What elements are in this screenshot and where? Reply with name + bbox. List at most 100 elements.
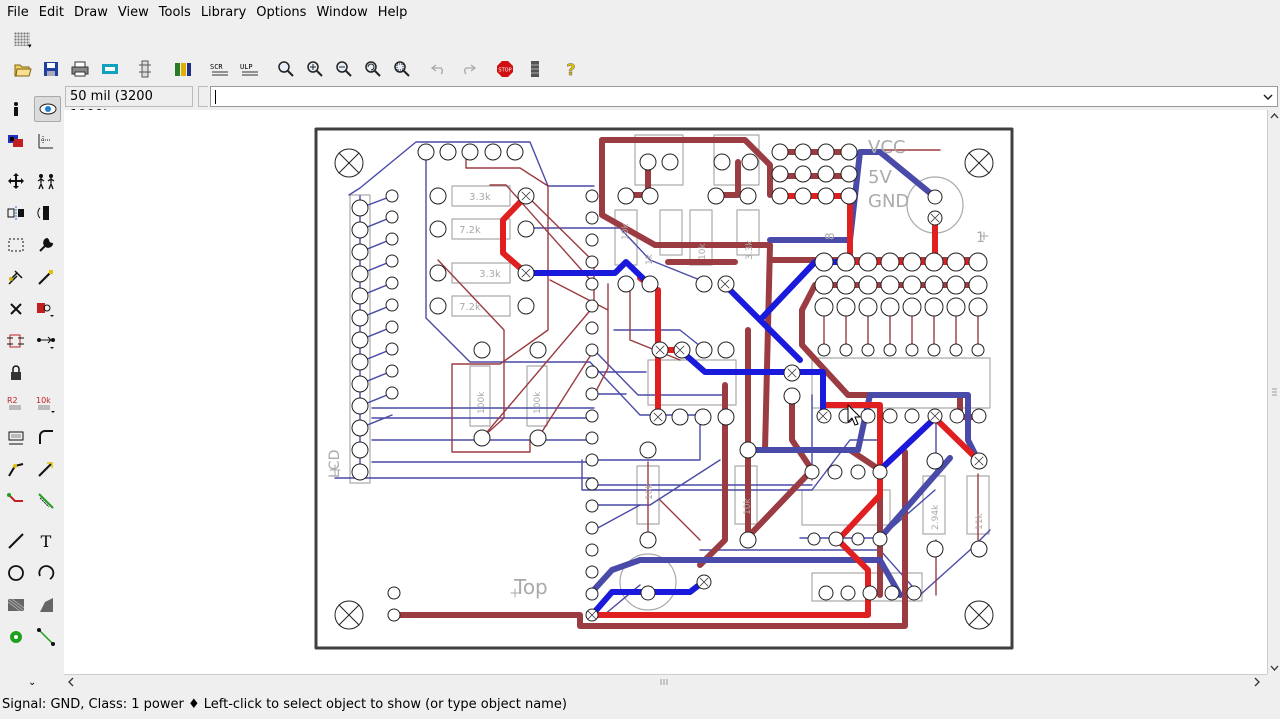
circle-icon[interactable] <box>4 561 28 585</box>
save-icon[interactable] <box>40 57 62 81</box>
command-separator <box>198 86 208 107</box>
horizontal-scrollbar[interactable] <box>64 674 1267 688</box>
text-icon[interactable]: T <box>34 529 58 553</box>
pinswap-icon[interactable] <box>4 329 28 353</box>
show-icon[interactable] <box>34 96 61 122</box>
label-r14: 11k <box>975 513 985 530</box>
display-layers-icon[interactable] <box>4 129 28 153</box>
delete-icon[interactable] <box>4 297 28 321</box>
grid-icon[interactable] <box>14 32 30 46</box>
info-icon[interactable] <box>4 97 28 121</box>
zoom-out-icon[interactable] <box>333 57 355 81</box>
open-icon[interactable] <box>12 57 34 81</box>
command-toolbar: R2 10k T <box>0 92 64 692</box>
smash-icon[interactable] <box>4 425 28 449</box>
polygon-icon[interactable] <box>34 593 58 617</box>
paste-icon[interactable] <box>4 265 28 289</box>
arc-icon[interactable] <box>34 561 58 585</box>
name-icon[interactable]: R2 <box>4 393 28 417</box>
label-r9: 10k <box>621 223 631 240</box>
svg-text:?: ? <box>566 60 575 78</box>
group-icon[interactable] <box>4 233 28 257</box>
value-icon[interactable]: 10k <box>34 393 58 417</box>
mounting-holes <box>334 148 994 630</box>
svg-text:STOP: STOP <box>498 68 511 74</box>
vertical-scrollbar[interactable] <box>1267 110 1280 674</box>
redo-icon[interactable] <box>457 57 479 81</box>
optimize-icon[interactable] <box>34 457 58 481</box>
miter-icon[interactable] <box>34 425 58 449</box>
label-top: Top <box>513 575 548 599</box>
move-icon[interactable] <box>4 169 28 193</box>
ripup-icon[interactable] <box>34 489 58 513</box>
menu-help[interactable]: Help <box>377 5 408 20</box>
menu-edit[interactable]: Edit <box>38 5 64 20</box>
pcb-board[interactable]: 3.3k 7.2k 3.3k 7.2k 100k 100k 10k 10k 10… <box>64 110 1267 674</box>
pads <box>351 143 988 622</box>
signal-icon[interactable] <box>34 625 58 649</box>
script-icon[interactable]: SCR <box>209 57 231 81</box>
change-icon[interactable] <box>34 233 58 257</box>
menu-view[interactable]: View <box>117 5 149 20</box>
label-r2: 7.2k <box>459 225 481 236</box>
status-bar: Signal: GND, Class: 1 power ♦ Left-click… <box>2 697 567 712</box>
menu-file[interactable]: File <box>7 5 29 20</box>
mark-icon[interactable] <box>34 129 58 153</box>
label-r12: 3.3k <box>745 240 755 260</box>
copy-icon[interactable] <box>34 169 58 193</box>
menu-library[interactable]: Library <box>200 5 247 20</box>
coordinate-display: 50 mil (3200 1900) <box>65 86 193 123</box>
label-r11: 1k <box>645 253 655 265</box>
ulp-icon[interactable]: ULP <box>239 57 261 81</box>
route-icon[interactable] <box>4 489 28 513</box>
main-toolbar: SCR ULP STOP ? <box>0 55 1280 83</box>
label-5v: 5V <box>868 167 892 188</box>
board-switch-icon[interactable] <box>134 57 156 81</box>
menu-draw[interactable]: Draw <box>73 5 108 20</box>
help-icon[interactable]: ? <box>560 57 582 81</box>
chevron-down-icon[interactable] <box>1260 88 1276 105</box>
mirror-icon[interactable] <box>4 201 28 225</box>
label-r10: 10k <box>698 243 708 260</box>
replace-icon[interactable] <box>34 329 58 353</box>
more-tools-chevron-icon[interactable]: ⌄ <box>28 677 37 688</box>
library-icon[interactable] <box>172 57 194 81</box>
board-canvas[interactable]: 3.3k 7.2k 3.3k 7.2k 100k 100k 10k 10k 10… <box>64 110 1267 674</box>
label-pin-1: 1 <box>976 230 985 246</box>
pad-drill-marks <box>521 191 984 620</box>
bottom-traces-power-dim <box>589 149 981 598</box>
origin-crosses <box>329 231 989 598</box>
go-icon[interactable] <box>524 57 546 81</box>
zoom-redraw-icon[interactable] <box>362 57 384 81</box>
label-r3: 3.3k <box>479 269 501 280</box>
silkscreen-text: 3.3k 7.2k 3.3k 7.2k 100k 100k 10k 10k 10… <box>327 137 985 599</box>
rotate-icon[interactable] <box>34 201 58 225</box>
mouse-cursor-icon <box>847 404 861 426</box>
print-icon[interactable] <box>69 57 91 81</box>
bottom-traces-thin <box>334 141 991 616</box>
label-r7: 10k <box>645 483 655 500</box>
command-input[interactable] <box>210 86 1278 107</box>
label-r6: 100k <box>533 391 543 414</box>
cut-icon[interactable] <box>34 265 58 289</box>
via-icon[interactable] <box>4 625 28 649</box>
add-icon[interactable] <box>34 297 58 321</box>
menu-window[interactable]: Window <box>316 5 368 20</box>
zoom-fit-icon[interactable] <box>275 57 297 81</box>
menu-bar: File Edit Draw View Tools Library Option… <box>0 0 1280 25</box>
rect-icon[interactable] <box>4 593 28 617</box>
wire-icon[interactable] <box>4 529 28 553</box>
svg-text:10k: 10k <box>36 396 51 405</box>
zoom-in-icon[interactable] <box>304 57 326 81</box>
split-icon[interactable] <box>4 457 28 481</box>
lock-icon[interactable] <box>4 361 28 385</box>
stop-icon[interactable]: STOP <box>494 57 516 81</box>
svg-text:R2: R2 <box>7 396 18 405</box>
menu-tools[interactable]: Tools <box>158 5 191 20</box>
zoom-select-icon[interactable] <box>392 57 414 81</box>
menu-options[interactable]: Options <box>256 5 307 20</box>
cam-processor-icon[interactable] <box>99 57 121 81</box>
dropdown-arrow-icon[interactable]: ▾ <box>28 42 32 50</box>
silkscreen-outlines <box>349 134 991 611</box>
undo-icon[interactable] <box>428 57 450 81</box>
